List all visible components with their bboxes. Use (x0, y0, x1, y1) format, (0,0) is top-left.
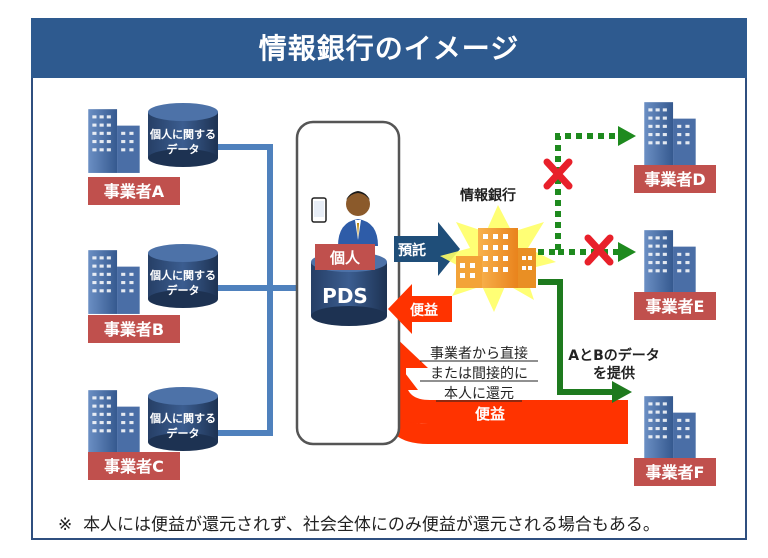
company-label-box (634, 292, 716, 320)
blocked-flow-lines (538, 133, 620, 255)
return-note-line2: または間接的に (430, 365, 528, 382)
company-f-label: 事業者F (646, 463, 705, 482)
company-a-label: 事業者A (104, 182, 165, 201)
person-icon (338, 191, 378, 246)
building-icon (88, 390, 140, 454)
info-bank-label: 情報銀行 (460, 187, 516, 204)
page-title: 情報銀行のイメージ (31, 18, 747, 78)
pds-label: PDS (322, 284, 368, 308)
personal-data-label-line2: データ (167, 142, 200, 156)
company-label-box (88, 177, 180, 205)
company-f: 事業者F (634, 396, 716, 486)
company-e-label: 事業者E (646, 297, 705, 316)
company-a: 個人に関する データ 事業者A (88, 103, 218, 205)
provide-note-line2: を提供 (593, 365, 635, 382)
benefit-top-arrow (388, 284, 452, 334)
building-icon (88, 109, 140, 173)
person-label: 個人 (329, 249, 361, 267)
arrowhead-icon (612, 381, 632, 403)
provide-note-line1: AとBのデータ (568, 347, 660, 364)
personal-data-label-line2: データ (167, 283, 200, 297)
return-note: 事業者から直接 または間接的に 本人に還元 (420, 345, 538, 402)
database-icon (148, 244, 218, 308)
footnote-text: 本人には便益が還元されず、社会全体にのみ便益が還元される場合もある。 (83, 515, 660, 535)
building-icon (644, 102, 696, 166)
personal-data-label-line1: 個人に関する (149, 127, 216, 141)
company-label-box (634, 458, 716, 486)
company-label-box (634, 165, 716, 193)
database-icon (148, 387, 218, 451)
smartphone-icon (311, 197, 327, 223)
personal-data-label-line2: データ (167, 426, 200, 440)
return-note-line3: 本人に還元 (444, 386, 514, 402)
company-label-box (88, 452, 180, 480)
company-c-label: 事業者C (104, 457, 164, 476)
personal-data-label-line1: 個人に関する (149, 268, 216, 282)
arrowhead-icon (618, 242, 636, 262)
building-icon (88, 250, 140, 314)
personal-data-label-line1: 個人に関する (149, 411, 216, 425)
building-icon (644, 230, 696, 294)
return-note-line1: 事業者から直接 (430, 345, 528, 362)
building-icon (644, 396, 696, 460)
company-c: 個人に関する データ 事業者C (88, 387, 218, 480)
company-e: 事業者E (634, 230, 716, 320)
info-bank-icon (440, 205, 556, 312)
entrust-label: 預託 (398, 242, 426, 259)
blocked-cross-icon (543, 158, 573, 190)
company-d: 事業者D (634, 102, 716, 193)
company-d-label: 事業者D (644, 170, 705, 189)
benefit-bottom-label: 便益 (475, 405, 505, 423)
entrust-arrow (394, 222, 460, 276)
benefit-bottom-arrow (356, 334, 628, 424)
provide-flow-line (538, 279, 614, 395)
data-flow-lines (218, 144, 296, 436)
footnote-mark: ※ (58, 515, 73, 535)
benefit-top-label: 便益 (410, 302, 438, 319)
company-label-box (88, 315, 180, 343)
blocked-cross-icon (584, 234, 614, 266)
company-b-label: 事業者B (104, 320, 164, 339)
person-label-box (315, 244, 375, 270)
footnote: ※ 本人には便益が還元されず、社会全体にのみ便益が還元される場合もある。 (58, 510, 660, 535)
company-b: 個人に関する データ 事業者B (88, 244, 218, 343)
arrowhead-icon (618, 126, 636, 146)
database-icon (148, 103, 218, 167)
